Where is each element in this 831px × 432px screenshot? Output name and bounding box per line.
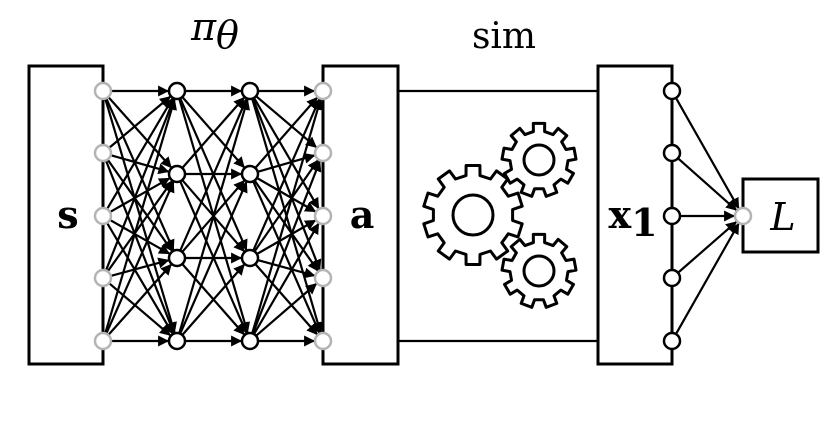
next-state-label: x1 xyxy=(608,192,657,245)
network-edge xyxy=(251,160,322,334)
network-edge xyxy=(106,97,174,210)
network-edge xyxy=(252,98,321,252)
policy-title: πθ xyxy=(190,5,239,57)
action-label: a xyxy=(350,192,375,237)
sim-title: sim xyxy=(472,16,536,57)
simulator-gears xyxy=(422,121,578,309)
network-edge xyxy=(107,263,172,336)
network-edge xyxy=(256,219,317,255)
network-edge xyxy=(178,98,250,334)
network-edge xyxy=(181,263,245,336)
output-node xyxy=(313,268,333,288)
loss-edge xyxy=(677,221,738,274)
network-edge xyxy=(109,218,171,255)
loss-label: L xyxy=(769,195,795,239)
gear-hole xyxy=(451,193,495,237)
hidden1-node xyxy=(167,331,187,351)
hidden2-node xyxy=(240,248,260,268)
network-edge xyxy=(254,96,318,169)
network-edge xyxy=(108,282,171,337)
loss-edge xyxy=(674,222,740,335)
next-state-box xyxy=(596,64,674,366)
network-edge xyxy=(253,159,319,253)
network-edge xyxy=(107,96,172,169)
next-state-node xyxy=(662,206,682,226)
hidden1-node xyxy=(167,164,187,184)
network-edge xyxy=(110,154,170,175)
output-node xyxy=(313,331,333,351)
gear-hole xyxy=(522,254,556,288)
network-edge xyxy=(104,98,177,334)
network-edge xyxy=(179,181,248,335)
network-edge xyxy=(106,180,173,273)
input-node xyxy=(93,143,113,163)
network-edge xyxy=(110,257,170,277)
output-node xyxy=(313,143,333,163)
network-edge xyxy=(106,158,173,252)
next-state-node xyxy=(662,143,682,163)
network-edge xyxy=(109,177,171,214)
network-edge xyxy=(255,95,317,149)
output-node xyxy=(313,206,333,226)
network-edge xyxy=(253,222,320,335)
network-edge xyxy=(108,95,171,149)
loss-input-node xyxy=(733,206,753,226)
hidden1-node xyxy=(167,81,187,101)
network-edge xyxy=(257,152,316,173)
next-state-node xyxy=(662,268,682,288)
next-state-node xyxy=(662,81,682,101)
input-node xyxy=(93,81,113,101)
network-edge xyxy=(105,181,175,335)
network-nodes xyxy=(93,81,753,351)
state-label: s xyxy=(57,192,78,237)
next-state-node xyxy=(662,331,682,351)
network-edge xyxy=(251,98,323,334)
network-edge xyxy=(252,180,321,334)
network-edges xyxy=(104,85,740,347)
gear-hole xyxy=(522,143,556,177)
action-box xyxy=(321,64,400,366)
hidden2-node xyxy=(240,164,260,184)
input-node xyxy=(93,268,113,288)
loss-edge xyxy=(674,97,740,210)
hidden1-node xyxy=(167,248,187,268)
state-box xyxy=(27,64,105,366)
network-edge xyxy=(105,97,175,251)
input-node xyxy=(93,331,113,351)
network-edge xyxy=(256,177,317,213)
hidden2-node xyxy=(240,81,260,101)
hidden2-node xyxy=(240,331,260,351)
network-edge xyxy=(255,283,318,337)
network-edge xyxy=(254,263,318,336)
network-edge xyxy=(104,98,176,271)
network-edge xyxy=(179,98,248,252)
network-edge xyxy=(253,179,319,272)
network-edge xyxy=(181,96,245,169)
input-node xyxy=(93,206,113,226)
loss-edge xyxy=(677,157,738,211)
network-edge xyxy=(104,160,176,334)
network-edge xyxy=(257,259,316,279)
output-node xyxy=(313,81,333,101)
